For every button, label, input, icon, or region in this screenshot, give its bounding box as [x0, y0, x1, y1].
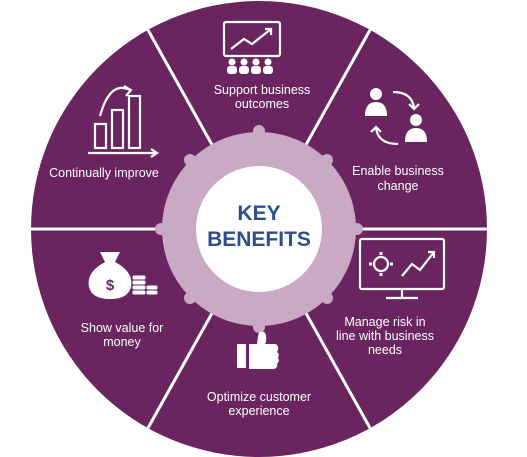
ring-nodes — [155, 125, 363, 333]
segment-label-line: money — [103, 335, 141, 349]
ring-node — [155, 223, 167, 235]
svg-text:$: $ — [106, 277, 115, 294]
presentation-growth-icon — [222, 20, 282, 74]
segment-label-line: Support business — [214, 83, 311, 97]
thumbs-up-icon — [237, 331, 279, 369]
segment-label-continually-improve: Continually improve — [49, 166, 159, 180]
segment-label-line: Manage risk in — [344, 315, 425, 329]
monitor-gear-chart-icon — [358, 237, 446, 300]
segment-label-support-business-outcomes: Support business outcomes — [214, 83, 311, 111]
segment-label-enable-business-change: Enable business change — [352, 164, 444, 193]
segment-label-line: outcomes — [235, 97, 289, 111]
center-title-line1: KEY — [237, 202, 280, 225]
segment-label-line: Continually improve — [49, 166, 159, 180]
segment-label-optimize-customer-experience: Optimize customer experience — [207, 390, 311, 418]
segment-dividers — [31, 29, 487, 429]
segment-label-line: change — [377, 179, 418, 193]
center-hub — [196, 166, 322, 292]
ring-node — [253, 321, 265, 333]
segment-label-line: line with business — [336, 329, 434, 343]
ring-node — [253, 125, 265, 137]
ring-node — [351, 223, 363, 235]
people-exchange-icon — [365, 88, 427, 146]
segment-label-show-value-for-money: Show value for money — [81, 321, 164, 349]
center-title-line2: BENEFITS — [207, 228, 311, 251]
segment-label-line: Optimize customer — [207, 390, 311, 404]
segment-label-manage-risk: Manage risk in line with business needs — [336, 315, 434, 357]
segment-label-line: Enable business — [352, 164, 444, 178]
money-bag-coins-icon: $ — [88, 252, 159, 299]
segment-label-line: experience — [228, 404, 289, 418]
segment-label-line: Show value for — [81, 321, 164, 335]
ring-node — [321, 292, 333, 304]
segment-label-line: needs — [368, 343, 402, 357]
ring-node — [321, 154, 333, 166]
ring-node — [184, 292, 196, 304]
ring-node — [184, 154, 196, 166]
bar-chart-growth-icon — [88, 85, 159, 158]
